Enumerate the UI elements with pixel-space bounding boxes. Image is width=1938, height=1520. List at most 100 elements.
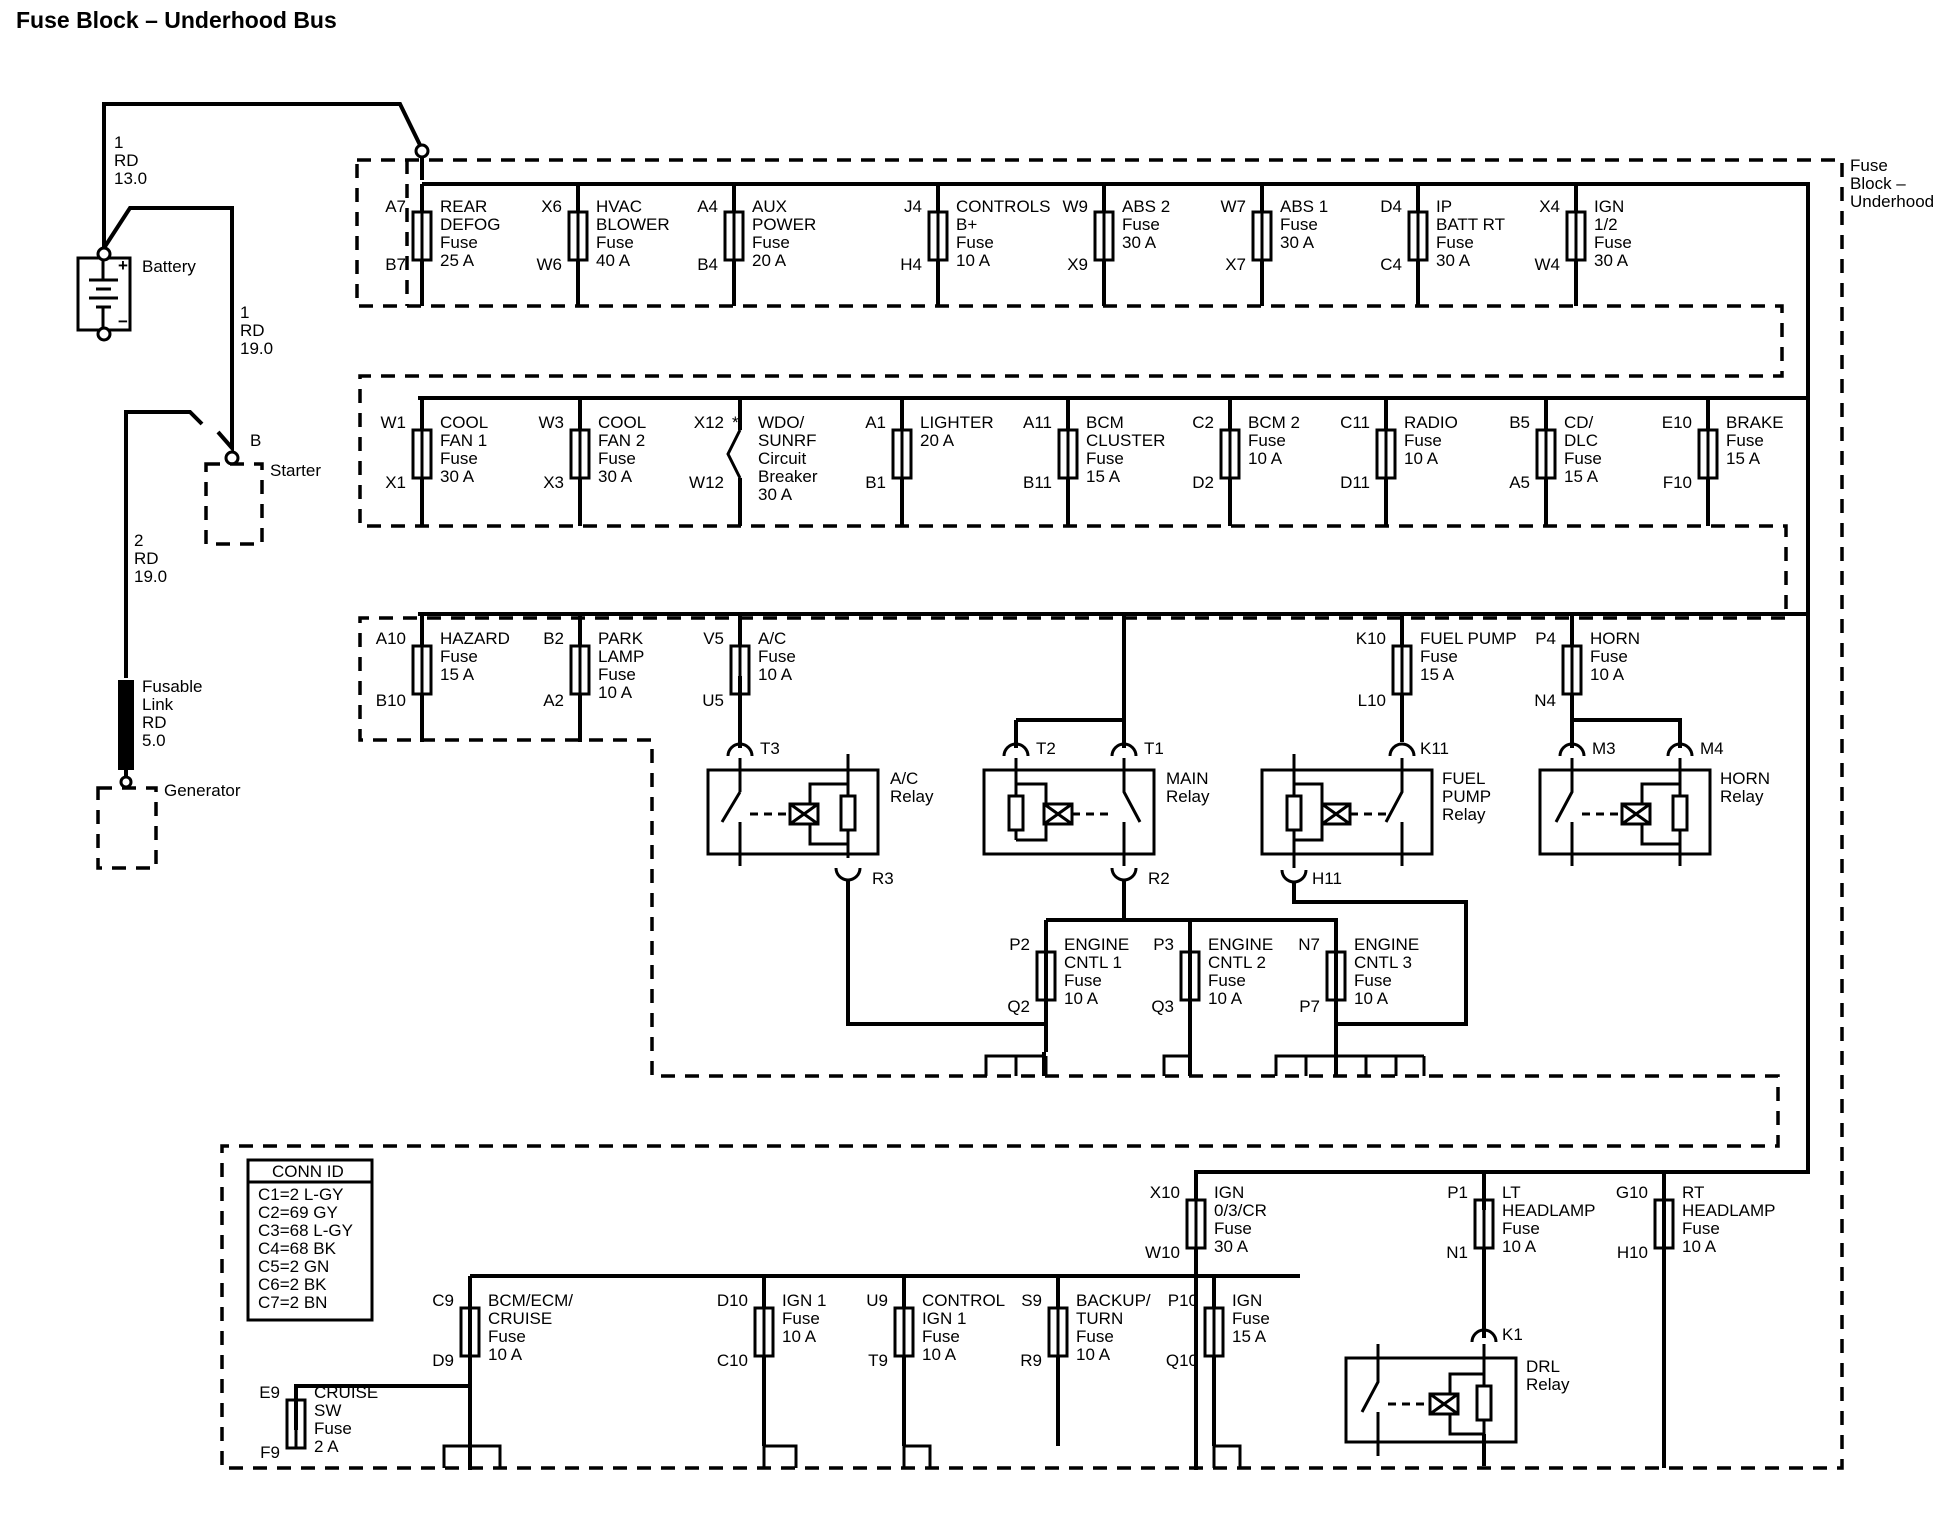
relay-name: HORN <box>1720 769 1770 788</box>
fuse-cavity-bottom: X7 <box>1225 255 1246 274</box>
fuse-cavity-bottom: B10 <box>376 691 406 710</box>
relay-name: Relay <box>890 787 934 806</box>
fuse-cavity-top: N7 <box>1298 935 1320 954</box>
fuse-description: Fuse <box>314 1419 352 1438</box>
fuse-description: Fuse <box>598 665 636 684</box>
fuse-description: 30 A <box>1436 251 1471 270</box>
fuse-cavity-bottom: N1 <box>1446 1243 1468 1262</box>
starter-symbol <box>204 462 264 546</box>
battery-circuit: + − Battery 1 RD 13.0 1 RD 19.0 B Starte… <box>76 102 430 870</box>
generator-symbol <box>96 786 158 870</box>
fuse-description: 15 A <box>1420 665 1455 684</box>
fuse-description: ABS 1 <box>1280 197 1328 216</box>
wire-label: RD <box>114 151 139 170</box>
fuse-cavity-top: A1 <box>865 413 886 432</box>
fuse-description: IGN 1 <box>922 1309 966 1328</box>
fuse-block-label: Fuse Block – Underhood <box>1850 156 1934 211</box>
fuse-description: Fuse <box>1682 1219 1720 1238</box>
fuse-cavity-top: W7 <box>1221 197 1247 216</box>
fuse-description: FAN 1 <box>440 431 487 450</box>
battery-plus-sign: + <box>118 256 128 275</box>
fuse-description: 10 A <box>922 1345 957 1364</box>
fuse-description: CONTROLS <box>956 197 1050 216</box>
fuse-description: BCM 2 <box>1248 413 1300 432</box>
fuse-description: 10 A <box>1248 449 1283 468</box>
fuse-cavity-bottom: W6 <box>537 255 563 274</box>
fuse-cavity-top: C11 <box>1340 413 1370 432</box>
conn-id-row: C1=2 L-GY <box>258 1185 344 1204</box>
fuse-cavity-top: C2 <box>1192 413 1214 432</box>
fuse-description: Fuse <box>596 233 634 252</box>
fuse-description: RT <box>1682 1183 1704 1202</box>
relay-group: T3 R3 A/C Relay T2 T1 <box>706 614 1770 1466</box>
fuse-cavity-bottom: W12 <box>689 473 724 492</box>
conn-id-row: C3=68 L-GY <box>258 1221 353 1240</box>
block-label-line: Underhood <box>1850 192 1934 211</box>
fuse-description: Fuse <box>1122 215 1160 234</box>
conn-id-row: C4=68 BK <box>258 1239 337 1258</box>
fuse-cavity-bottom: H4 <box>900 255 922 274</box>
fusible-link-label: Link <box>142 695 174 714</box>
fuse-description: IGN 1 <box>782 1291 826 1310</box>
fuse-description: IGN <box>1594 197 1624 216</box>
fuse-cavity-top: P4 <box>1535 629 1556 648</box>
circuit-breaker-symbol <box>726 429 742 479</box>
fuse-description: CNTL 3 <box>1354 953 1412 972</box>
fuse-description: Fuse <box>440 647 478 666</box>
fuse-cavity-top: X10 <box>1150 1183 1180 1202</box>
fuse-description: LAMP <box>598 647 644 666</box>
fuse-description: Fuse <box>1420 647 1458 666</box>
fuse-description: IGN <box>1232 1291 1262 1310</box>
wire-label: 19.0 <box>134 567 167 586</box>
starter-label: Starter <box>270 461 321 480</box>
fuse-cavity-bottom: X3 <box>543 473 564 492</box>
fuse-description: 10 A <box>1208 989 1243 1008</box>
fuse-cavity-bottom: W4 <box>1535 255 1561 274</box>
fuse-description: HORN <box>1590 629 1640 648</box>
fuse-description: Fuse <box>1248 431 1286 450</box>
fuse-description: BATT RT <box>1436 215 1505 234</box>
fuse-description: Fuse <box>1594 233 1632 252</box>
fuse-cavity-bottom: X9 <box>1067 255 1088 274</box>
fuse-description: 10 A <box>1076 1345 1111 1364</box>
relay-name: PUMP <box>1442 787 1491 806</box>
relay-pin-label: T1 <box>1144 739 1164 758</box>
block-feed-terminal <box>414 143 430 159</box>
fuse-cavity-top: D10 <box>717 1291 748 1310</box>
fuse-cavity-top: B5 <box>1509 413 1530 432</box>
fuse-cavity-top: P2 <box>1009 935 1030 954</box>
fuse-description: 30 A <box>1122 233 1157 252</box>
fuse-cavity-bottom: D2 <box>1192 473 1214 492</box>
fuse-description: Fuse <box>598 449 636 468</box>
fuse-description: CNTL 1 <box>1064 953 1122 972</box>
fuse-description: ENGINE <box>1354 935 1419 954</box>
battery-minus-sign: − <box>118 312 128 331</box>
fuse-cavity-top: U9 <box>866 1291 888 1310</box>
fuse-description: Fuse <box>1502 1219 1540 1238</box>
fuse-cavity-bottom: N4 <box>1534 691 1556 710</box>
fuse-description: 30 A <box>758 485 793 504</box>
fuse-cavity-bottom: Q2 <box>1007 997 1030 1016</box>
fuse-description: CNTL 2 <box>1208 953 1266 972</box>
fuse-description: IP <box>1436 197 1452 216</box>
fuse-description: Fuse <box>758 647 796 666</box>
fuse-cavity-bottom: F9 <box>260 1443 280 1462</box>
fuse-description: 15 A <box>1086 467 1121 486</box>
fusible-link-symbol <box>118 680 134 770</box>
